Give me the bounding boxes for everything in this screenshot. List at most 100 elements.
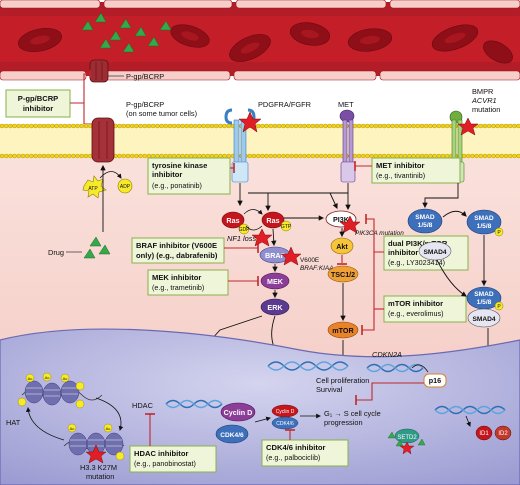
p16-node: p16 [423,373,447,388]
lipid-head [373,153,378,159]
lipid-head [470,153,475,159]
lipid-head [306,153,311,159]
drug-molecules-vessel [81,12,172,53]
braf-label: BRAF [265,251,286,260]
braf-inh-title: BRAF inhibitor (V600E [136,241,217,250]
lipid-head [75,123,80,129]
lipid-head [117,123,122,129]
lipid-head [33,123,38,129]
lipid-head [197,123,202,129]
lipid-head [432,123,437,129]
mtor-inhibitor-box: mTOR inhibitor (e.g., everolimus) [374,295,467,323]
mtor-inh-example: (e.g., everolimus) [388,309,444,318]
lipid-head [289,123,294,129]
lipid-head [66,153,72,159]
lipid-head [197,153,202,159]
lipid-head [25,123,30,129]
lipid-head [474,153,479,159]
lipid-head [382,153,387,159]
lipid-head [335,153,341,159]
lipid-head [516,153,520,159]
lipid-head [277,123,282,129]
drug-molecules-cytoplasm [83,236,111,259]
lipid-head [159,123,164,129]
lipid-head [54,123,59,129]
lipid-head [129,123,135,129]
braf-inhibitor-box: BRAF inhibitor (V600E only) (e.g., dabra… [131,237,259,264]
lipid-head [272,153,278,159]
cdk46-node: CDK4/6 [215,424,249,444]
lipid-head [361,123,366,129]
lipid-head [445,123,450,129]
lipid-head [419,153,425,159]
lipid-head [264,123,269,129]
lipid-head [419,123,425,129]
setd2-node: SETD2 [394,428,420,444]
h33-mutation-label: mutation [86,472,114,481]
lipid-head [29,153,34,159]
tsc-label: TSC1/2 [331,270,355,279]
cyclin-d-label: Cyclin D [224,408,253,417]
tki-title-1: tyrosine kinase [152,161,207,170]
lipid-head [150,123,156,129]
lipid-head [314,153,320,159]
met-receptor [339,109,356,183]
lipid-head [20,123,26,129]
lipid-head [180,153,185,159]
mek-node: MEK [260,272,290,290]
lipid-head [264,153,269,159]
lipid-head [247,153,253,159]
complex-cyclin-label: Cyclin D [276,409,295,415]
lipid-head [163,123,169,129]
lipid-head [79,123,85,129]
lipid-head [33,153,38,159]
cdk46-inhibitor-box: CDK4/6 inhibitor (e.g., palbociclib) [261,429,349,467]
pgp-bcrp-vessel-transporter [89,59,109,83]
id1-node: ID1 [475,425,493,441]
lipid-head [298,123,303,129]
lipid-head [142,123,148,129]
lipid-head [192,123,198,129]
cdk46-label: CDK4/6 [220,432,244,439]
lipid-head [192,153,198,159]
smad4-label: SMAD4 [423,249,446,256]
ac-2: Ac [45,375,50,380]
mek-inh-example: (e.g., trametinib) [152,283,204,292]
dna-helix-cyclin [165,399,223,409]
setd2-label: SETD2 [397,435,417,441]
lipid-head [411,153,416,159]
nf1-loss-label: NF1 loss [227,234,256,243]
ac-1: Ac [28,376,33,381]
lipid-head [445,153,450,159]
chromatin-open: Ac Ac Ac [17,372,103,409]
lipid-head [129,153,135,159]
tki-title-2: inhibitor [152,170,182,179]
lipid-head [495,153,500,159]
lipid-head [499,123,504,129]
cyclin-cdk-complex: Cyclin D CDK4/6 [271,404,299,430]
smad158-node-1: SMAD 1/5/8 [407,208,443,234]
cdk-inh-example: (e.g., palbociclib) [266,453,320,462]
lipid-head [503,123,509,129]
lipid-head [310,123,315,129]
lipid-head [134,123,139,129]
lipid-head [209,123,215,129]
lipid-head [251,153,257,159]
lipid-head [487,153,492,159]
lipid-head [365,153,370,159]
lipid-head [0,123,5,129]
lipid-head [461,153,467,159]
lipid-head [508,153,513,159]
lipid-head [205,123,211,129]
hdac-inhibitor-box: HDAC inhibitor (e.g., panobinostat) [129,413,217,473]
lipid-head [159,153,164,159]
lipid-head [508,123,513,129]
akt-label: Akt [336,242,348,251]
pgp-tumor-sublabel: (on some tumor cells) [126,109,197,118]
lipid-head [226,123,232,129]
lipid-head [373,123,378,129]
lipid-head [66,123,72,129]
lipid-head [302,123,307,129]
v600e-label: V600E [300,257,319,264]
